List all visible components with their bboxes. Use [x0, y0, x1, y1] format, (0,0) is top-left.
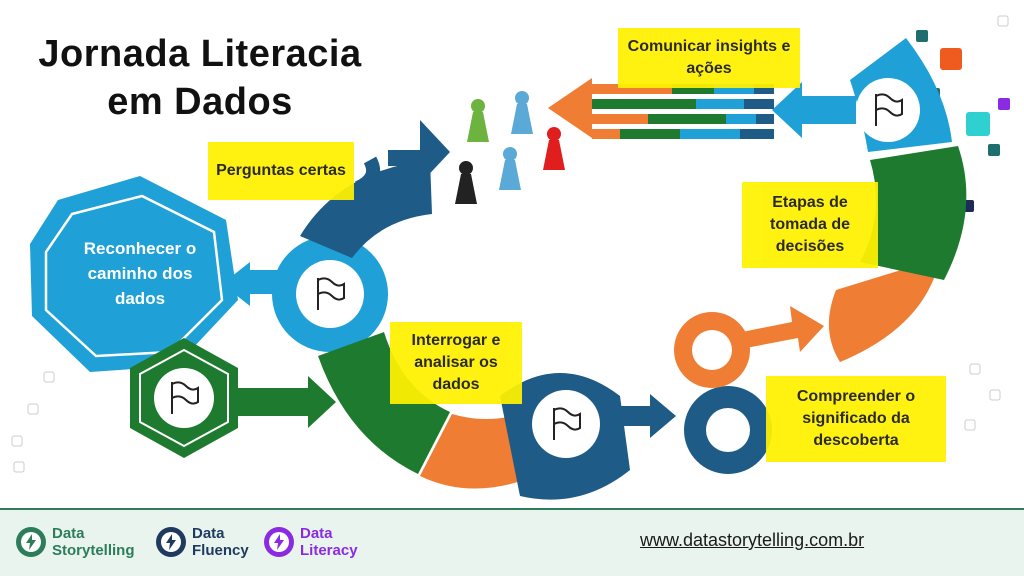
brand-line1: Data	[300, 525, 333, 542]
arrow-orange	[742, 306, 824, 352]
brand-line1: Data	[52, 525, 85, 542]
arc-green-left	[318, 332, 450, 474]
label-comunicar: Comunicar insights e ações	[618, 28, 800, 88]
arrow-blue-top-right	[772, 82, 856, 138]
game-pawns	[455, 91, 565, 204]
brand-logo-icon	[264, 527, 294, 557]
brand-data-storytelling: Data Storytelling	[16, 520, 135, 564]
arc-orange-bottom	[420, 414, 530, 489]
hexagon-reconhecer	[30, 176, 238, 372]
brand-logo-icon	[16, 527, 46, 557]
arrow-to-hexagon	[222, 262, 288, 306]
footer	[0, 508, 1024, 576]
brand-logo-icon	[156, 527, 186, 557]
flag-icon	[553, 407, 581, 440]
data-bars	[548, 78, 774, 139]
flag-icon	[875, 93, 903, 126]
arrow-navy-bottom	[612, 394, 676, 438]
arc-navy-top	[300, 160, 432, 258]
brand-line2: Literacy	[300, 542, 358, 559]
flag-icon	[317, 277, 345, 310]
brand-line2: Storytelling	[52, 542, 135, 559]
brand-data-literacy: Data Literacy	[264, 520, 358, 564]
footer-divider	[0, 508, 1024, 510]
label-interrogar: Interrogar e analisar os dados	[390, 322, 522, 404]
flag-icon	[171, 381, 199, 414]
arrow-navy-top	[388, 120, 450, 184]
website-link[interactable]: www.datastorytelling.com.br	[640, 530, 865, 550]
brand-data-fluency: Data Fluency	[156, 520, 249, 564]
step-reconhecer: Reconhecer o caminho dos dados	[83, 239, 197, 308]
page-title: Jornada Literacia em Dados	[38, 33, 362, 123]
arc-orange-right	[828, 258, 940, 362]
arc-green-right	[860, 146, 967, 280]
brand-line2: Fluency	[192, 542, 249, 559]
label-etapas: Etapas de tomada de decisões	[742, 182, 878, 268]
label-perguntas: Perguntas certas	[208, 142, 354, 200]
label-compreender: Compreender o significado da descoberta	[766, 376, 946, 462]
brand-line1: Data	[192, 525, 225, 542]
arrow-green	[238, 376, 336, 428]
